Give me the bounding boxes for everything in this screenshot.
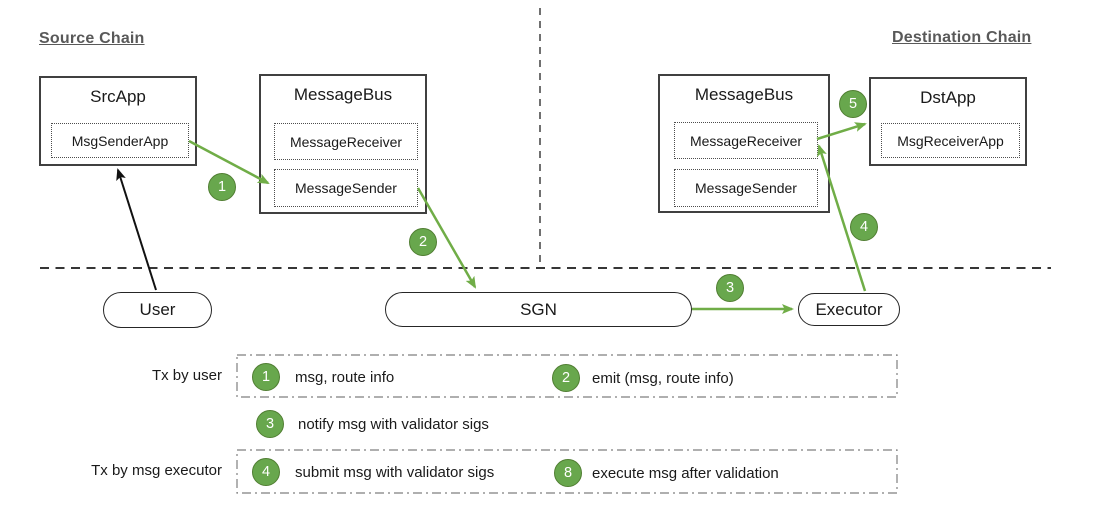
step-badge-3: 3	[716, 274, 744, 302]
legend-label-tx-by-executor: Tx by msg executor	[91, 461, 222, 479]
legend-text-2: emit (msg, route info)	[592, 369, 734, 387]
step-badge-4: 4	[850, 213, 878, 241]
srcapp-box: SrcApp MsgSenderApp	[39, 76, 197, 166]
messagesender-source-subbox: MessageSender	[274, 169, 418, 207]
destination-chain-title: Destination Chain	[892, 29, 1032, 46]
legend-text-3: notify msg with validator sigs	[298, 415, 489, 433]
messagesender-destination-subbox: MessageSender	[674, 169, 818, 207]
legend-badge-1: 1	[252, 363, 280, 391]
messagebus-source-box: MessageBus MessageReceiver MessageSender	[259, 74, 427, 214]
messagebus-destination-title: MessageBus	[694, 85, 794, 104]
sgn-node: SGN	[385, 292, 692, 327]
messagebus-destination-box: MessageBus MessageReceiver MessageSender	[658, 74, 830, 213]
legend-badge-8: 8	[554, 459, 582, 487]
msgsenderapp-subbox: MsgSenderApp	[51, 123, 189, 158]
legend-text-8: execute msg after validation	[592, 464, 779, 482]
dstapp-title: DstApp	[920, 88, 976, 107]
legend-text-1: msg, route info	[295, 368, 395, 386]
legend-badge-3: 3	[256, 410, 284, 438]
srcapp-title: SrcApp	[90, 87, 146, 106]
step-badge-5: 5	[839, 90, 867, 118]
msgreceiverapp-subbox: MsgReceiverApp	[881, 123, 1020, 158]
legend-text-4: submit msg with validator sigs	[295, 463, 495, 481]
executor-node: Executor	[798, 293, 900, 326]
messagebus-source-title: MessageBus	[293, 85, 393, 104]
dstapp-box: DstApp MsgReceiverApp	[869, 77, 1027, 166]
legend-badge-4: 4	[252, 458, 280, 486]
step-badge-2: 2	[409, 228, 437, 256]
source-chain-title: Source Chain	[39, 30, 145, 47]
legend-badge-2: 2	[552, 364, 580, 392]
messagereceiver-source-subbox: MessageReceiver	[274, 123, 418, 160]
step-badge-1: 1	[208, 173, 236, 201]
user-node: User	[103, 292, 212, 328]
legend-label-tx-by-user: Tx by user	[151, 366, 222, 384]
messagereceiver-destination-subbox: MessageReceiver	[674, 122, 818, 159]
user-to-srcapp-arrow	[116, 168, 157, 291]
